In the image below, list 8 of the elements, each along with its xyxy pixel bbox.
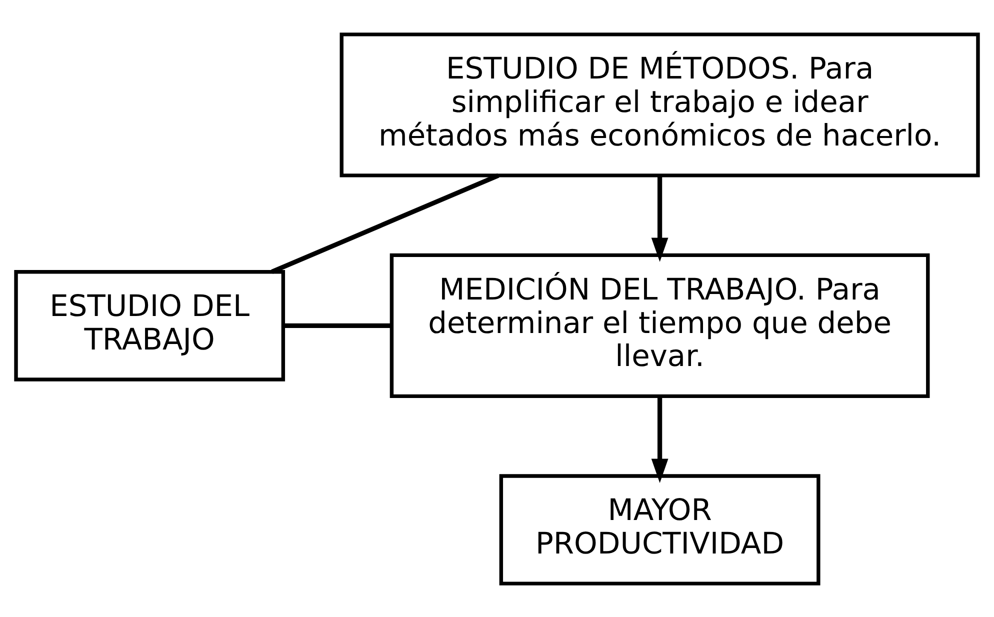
arrow bbox=[651, 174, 668, 262]
arrow bbox=[651, 396, 668, 482]
node-box: ESTUDIO DEL TRABAJO bbox=[14, 270, 286, 381]
connector bbox=[271, 172, 500, 274]
node-box: MEDICIÓN DEL TRABAJO. Para determinar el tiempo que debe llevar. bbox=[390, 252, 930, 398]
connector bbox=[284, 322, 392, 328]
node-box: MAYOR PRODUCTIVIDAD bbox=[499, 474, 820, 585]
node-box: ESTUDIO DE MÉTODOS. Para simplificar el trabajo e idear métados más económicos de hacerlo. bbox=[340, 32, 980, 177]
